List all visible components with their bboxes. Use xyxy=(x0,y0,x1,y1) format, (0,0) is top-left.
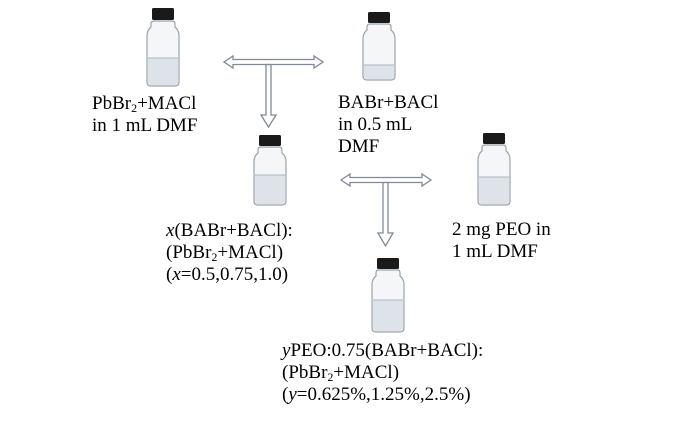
label-text: =0.625%,1.25%,2.5%) xyxy=(296,384,471,405)
label-top-left: PbBr2+MACl in 1 mL DMF xyxy=(92,93,197,137)
label-text: ( xyxy=(166,264,173,285)
variable-x: x xyxy=(166,220,175,241)
label-text: =0.5,0.75,1.0) xyxy=(180,264,289,285)
subscript: 2 xyxy=(211,250,218,264)
label-bottom: yPEO:0.75(BABr+BACl): (PbBr2+MACl) (y=0.… xyxy=(282,340,483,406)
variable-x: x xyxy=(172,264,181,285)
label-bottom-line2: (PbBr2+MACl) xyxy=(282,362,483,384)
middle-down-arrow xyxy=(376,181,395,248)
label-middle-line1: x(BABr+BACl): xyxy=(166,220,293,242)
subscript: 2 xyxy=(327,370,334,384)
label-text: (PbBr xyxy=(282,362,328,383)
label-top-right-line3: DMF xyxy=(338,136,380,157)
label-middle-line2: (PbBr2+MACl) xyxy=(166,242,293,264)
label-text: +MACl) xyxy=(333,362,400,383)
label-top-left-line1: PbBr2+MACl xyxy=(92,93,197,115)
label-text: PbBr xyxy=(92,93,132,114)
top-down-arrow xyxy=(259,63,278,129)
label-middle: x(BABr+BACl): (PbBr2+MACl) (x=0.5,0.75,1… xyxy=(166,220,293,286)
vial-icon-right xyxy=(477,133,511,206)
top-down-arrow-shape xyxy=(259,63,278,129)
label-right: 2 mg PEO in 1 mL DMF xyxy=(452,219,551,263)
label-right-line1: 2 mg PEO in xyxy=(452,219,551,240)
label-text: PEO:0.75(BABr+BACl): xyxy=(290,340,484,361)
label-text: (BABr+BACl): xyxy=(174,220,293,241)
top-double-arrow-shape xyxy=(222,54,325,70)
variable-y: y xyxy=(282,340,291,361)
label-top-right-line2: in 0.5 mL xyxy=(338,114,413,135)
label-bottom-line3: (y=0.625%,1.25%,2.5%) xyxy=(282,384,483,406)
label-text: ( xyxy=(282,384,289,405)
label-middle-line3: (x=0.5,0.75,1.0) xyxy=(166,264,293,286)
variable-y: y xyxy=(288,384,297,405)
label-top-right-line1: BABr+BACl xyxy=(338,92,439,113)
label-bottom-line1: yPEO:0.75(BABr+BACl): xyxy=(282,340,483,362)
subscript: 2 xyxy=(131,101,138,115)
label-right-line2: 1 mL DMF xyxy=(452,241,538,262)
label-text: +MACl) xyxy=(217,242,284,263)
vial-icon-bottom xyxy=(371,258,405,333)
middle-double-arrow xyxy=(339,172,433,188)
middle-double-arrow-shape xyxy=(339,172,433,188)
label-text: (PbBr xyxy=(166,242,212,263)
vial-icon-top-left xyxy=(146,8,180,87)
label-top-left-line2: in 1 mL DMF xyxy=(92,115,198,136)
top-double-arrow xyxy=(222,54,325,70)
vial-icon-middle xyxy=(253,135,287,206)
label-text: +MACl xyxy=(137,93,197,114)
middle-down-arrow-shape xyxy=(376,181,395,248)
label-top-right: BABr+BACl in 0.5 mL DMF xyxy=(338,92,438,158)
vial-icon-top-right xyxy=(362,12,396,81)
